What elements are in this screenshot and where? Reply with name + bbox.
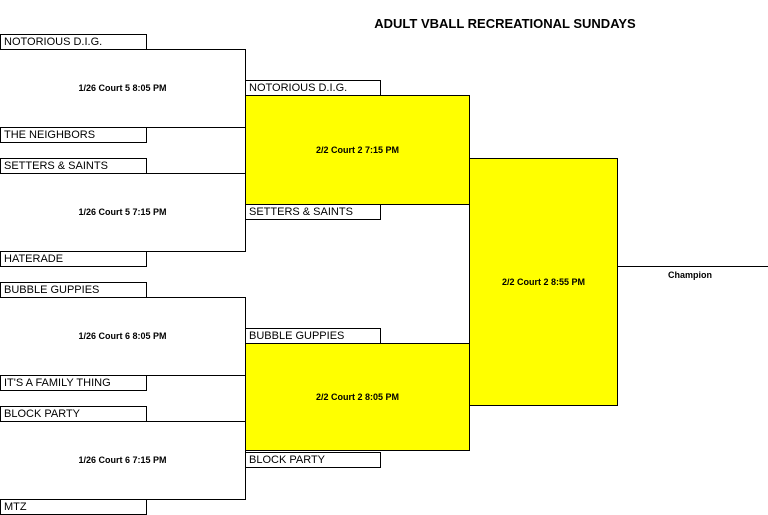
team-slot-r1-8: MTZ [0, 499, 147, 515]
bracket-title: ADULT VBALL RECREATIONAL SUNDAYS [374, 16, 636, 31]
bracket-line [146, 375, 246, 376]
team-slot-r1-4: HATERADE [0, 251, 147, 267]
match-box-r2-2: 2/2 Court 2 8:05 PM [245, 343, 470, 451]
team-slot-r1-6: IT'S A FAMILY THING [0, 375, 147, 391]
team-slot-r1-3: SETTERS & SAINTS [0, 158, 147, 174]
bracket-line [146, 173, 246, 174]
bracket-line [146, 421, 246, 422]
bracket-line [146, 127, 246, 128]
match-box-r2-1: 2/2 Court 2 7:15 PM [245, 95, 470, 205]
team-slot-r1-1: NOTORIOUS D.I.G. [0, 34, 147, 50]
match-label-r2-2: 2/2 Court 2 8:05 PM [315, 392, 400, 402]
team-slot-r2-3: BUBBLE GUPPIES [245, 328, 381, 344]
team-slot-r2-2: SETTERS & SAINTS [245, 204, 381, 220]
match-box-final: 2/2 Court 2 8:55 PM [469, 158, 618, 406]
bracket-line [146, 297, 246, 298]
team-slot-r1-5: BUBBLE GUPPIES [0, 282, 147, 298]
match-label-r1-2: 1/26 Court 5 7:15 PM [78, 207, 167, 217]
match-label-r1-1: 1/26 Court 5 8:05 PM [78, 83, 167, 93]
match-label-final: 2/2 Court 2 8:55 PM [501, 277, 586, 287]
bracket-line [146, 499, 246, 500]
bracket-line [146, 251, 246, 252]
match-label-r1-4: 1/26 Court 6 7:15 PM [78, 455, 167, 465]
team-slot-r2-4: BLOCK PARTY [245, 452, 381, 468]
match-label-r2-1: 2/2 Court 2 7:15 PM [315, 145, 400, 155]
team-slot-r1-7: BLOCK PARTY [0, 406, 147, 422]
bracket-line [146, 49, 246, 50]
team-slot-r1-2: THE NEIGHBORS [0, 127, 147, 143]
match-label-r1-3: 1/26 Court 6 8:05 PM [78, 331, 167, 341]
champion-line [617, 266, 768, 267]
team-slot-r2-1: NOTORIOUS D.I.G. [245, 80, 381, 96]
champion-label: Champion [668, 270, 712, 280]
